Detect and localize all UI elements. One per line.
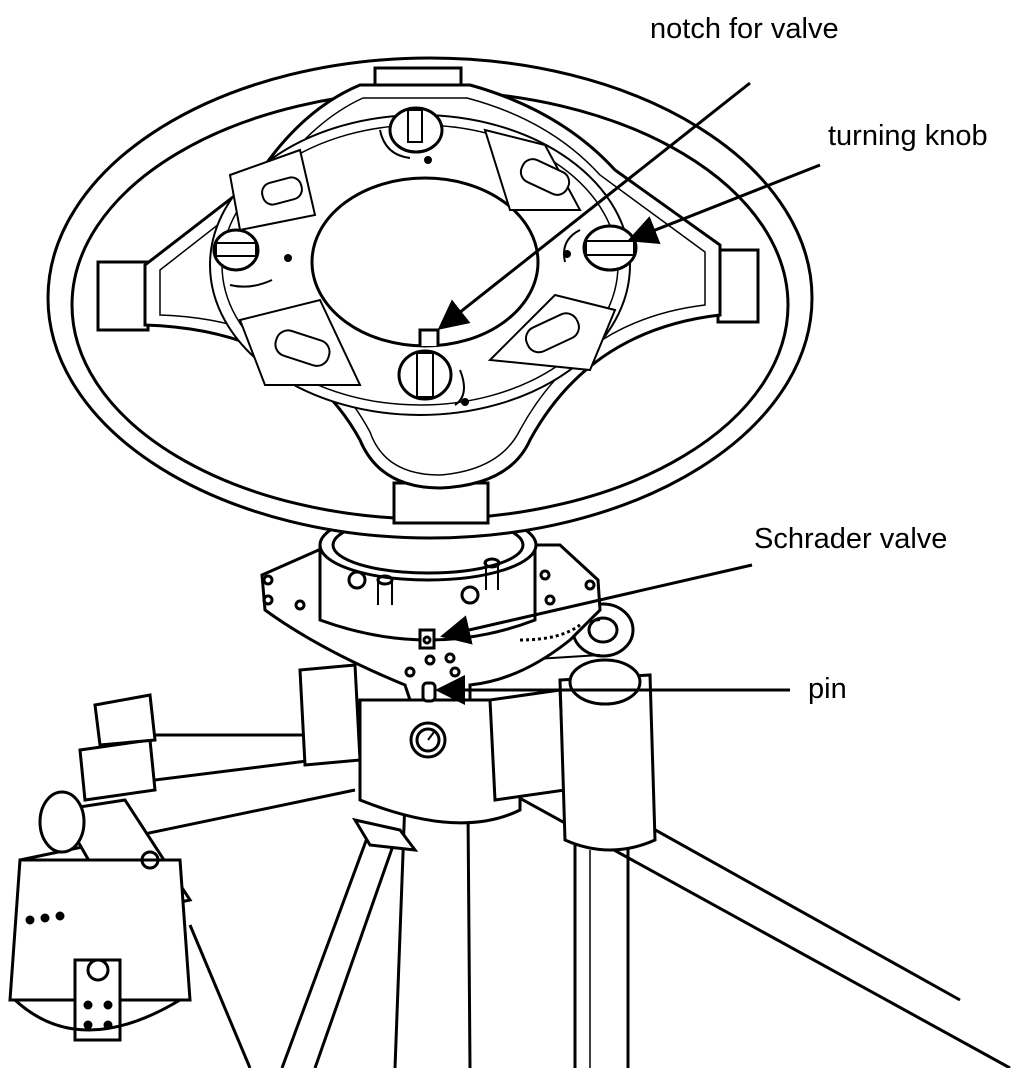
center-hub — [298, 663, 522, 852]
spider-plate — [96, 66, 760, 525]
label-notch-for-valve: notch for valve — [650, 13, 839, 45]
knob-leader — [627, 163, 821, 245]
schrader-leader — [440, 563, 753, 645]
label-turning-knob: turning knob — [828, 120, 988, 152]
left-clamp-assembly — [8, 693, 193, 1042]
callout-lines — [435, 81, 821, 705]
turning-knobs — [212, 106, 638, 406]
label-pin: pin — [808, 673, 847, 705]
notch-leader — [437, 81, 751, 330]
label-schrader-valve: Schrader valve — [754, 523, 947, 555]
